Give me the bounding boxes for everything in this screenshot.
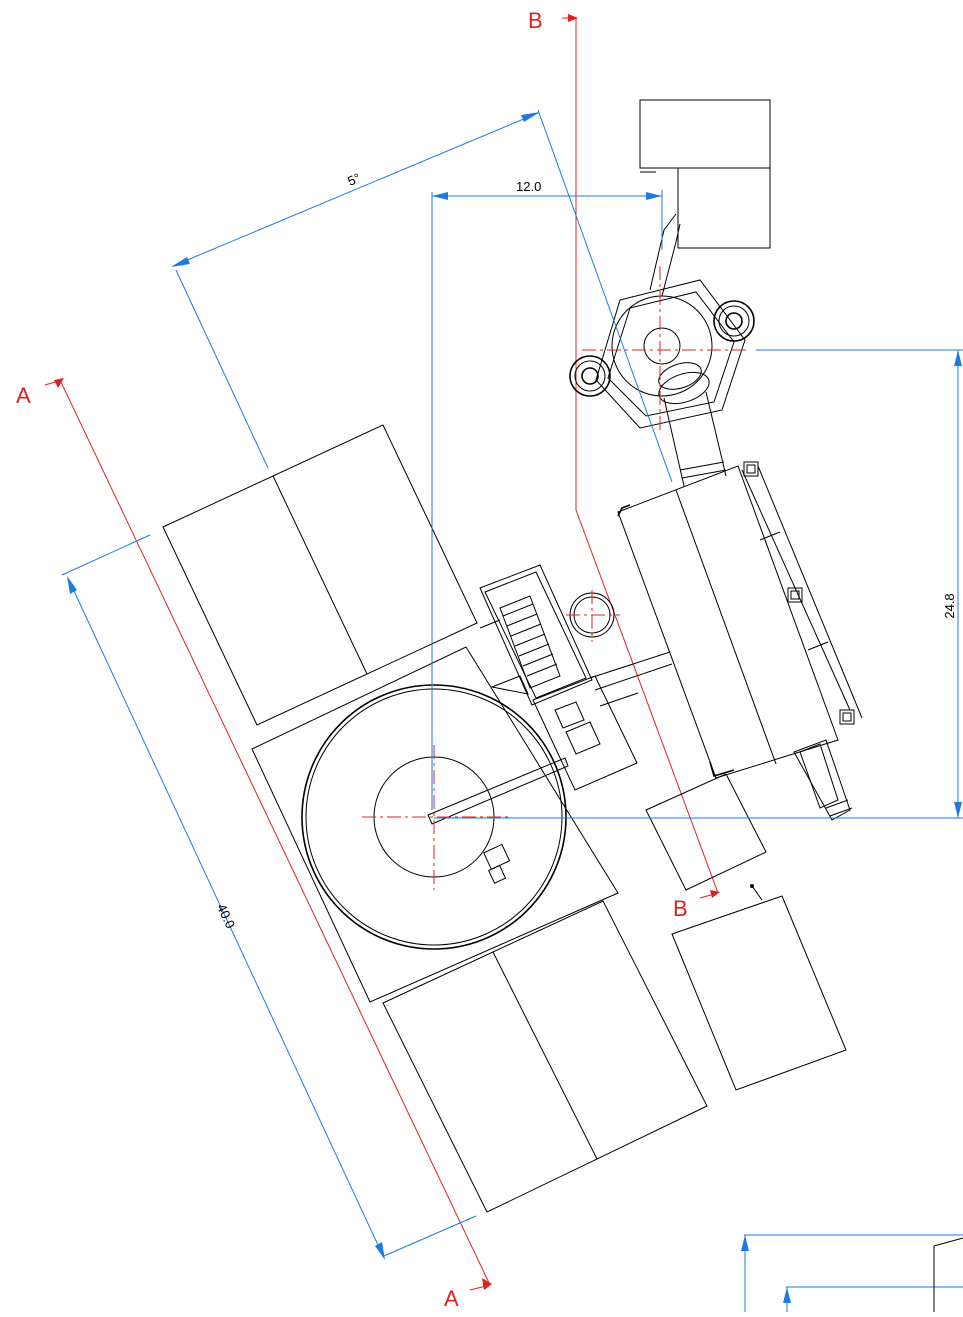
section-label-b-top: B	[528, 8, 543, 33]
gear-component	[566, 590, 620, 642]
section-line-a	[44, 378, 492, 1291]
gimbal-head	[569, 213, 755, 430]
section-label-b-bottom: B	[673, 896, 688, 921]
solar-array-lower	[382, 900, 708, 1213]
section-label-a-bottom: A	[444, 1286, 459, 1311]
section-line-b	[562, 14, 720, 899]
main-bus	[251, 646, 619, 1003]
dimension-length	[61, 534, 477, 1260]
dimension-horizontal	[431, 190, 663, 810]
dimension-horizontal-label: 12.0	[516, 179, 541, 194]
dimension-vertical-label: 24.8	[942, 593, 957, 618]
lower-right-panel-1	[645, 773, 767, 891]
corner-fragment	[741, 1234, 963, 1312]
instrument-housing	[617, 461, 863, 821]
dimension-vertical	[434, 349, 963, 819]
dimension-length-label: 40.0	[214, 901, 238, 930]
dimension-angle-label: 5°	[345, 170, 362, 189]
lower-right-panel-2	[671, 884, 847, 1091]
section-label-a-top: A	[16, 383, 31, 408]
upper-module	[639, 99, 771, 249]
ladder-structure	[479, 564, 673, 791]
solar-array-upper	[162, 424, 478, 726]
dimension-angle	[171, 109, 673, 483]
